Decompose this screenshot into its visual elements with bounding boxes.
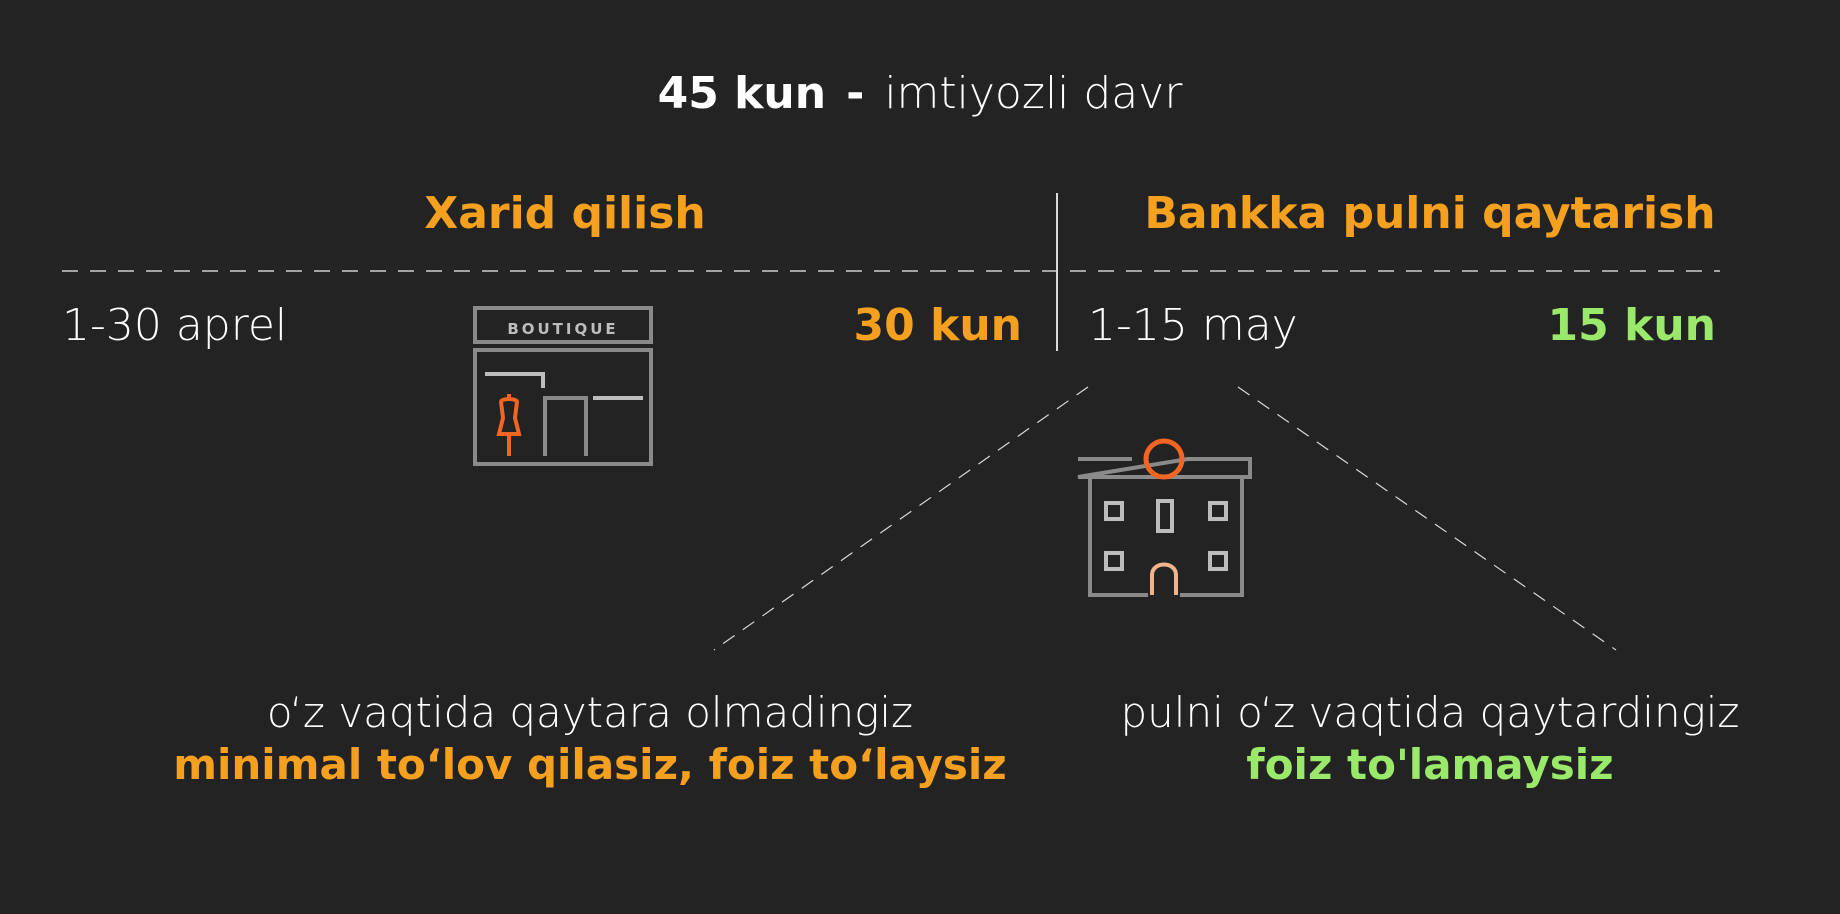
header-separator: - xyxy=(846,68,865,119)
late-payment-consequence: minimal to‘lov qilasiz, foiz to‘laysiz xyxy=(173,740,1007,789)
late-payment-outcome: o‘z vaqtida qaytara olmadingiz minimal t… xyxy=(120,687,1060,791)
purchase-duration: 30 kun xyxy=(853,300,1022,351)
bank-door xyxy=(1150,562,1178,595)
branch-line-late xyxy=(713,386,1089,651)
bank-icon xyxy=(1077,438,1252,597)
repayment-dates: 1-15 may xyxy=(1088,300,1298,351)
grace-period-label: imtiyozli davr xyxy=(884,68,1183,119)
on-time-payment-consequence: foiz to'lamaysiz xyxy=(1246,740,1614,789)
grace-period-days: 45 kun xyxy=(657,68,827,119)
mannequin-icon xyxy=(496,394,522,456)
purchase-dates: 1-30 aprel xyxy=(62,300,288,351)
repayment-title: Bankka pulni qaytarish xyxy=(1144,188,1716,239)
on-time-payment-outcome: pulni o‘z vaqtida qaytardingiz foiz to'l… xyxy=(1070,687,1790,791)
on-time-payment-condition: pulni o‘z vaqtida qaytardingiz xyxy=(1120,688,1740,737)
purchase-title: Xarid qilish xyxy=(424,188,706,239)
repayment-duration: 15 kun xyxy=(1547,300,1716,351)
grace-period-header: 45 kun - imtiyozli davr xyxy=(0,64,1840,124)
late-payment-condition: o‘z vaqtida qaytara olmadingiz xyxy=(266,688,914,737)
boutique-icon: BOUTIQUE xyxy=(473,306,653,466)
boutique-sign-text: BOUTIQUE xyxy=(507,320,618,338)
section-divider xyxy=(1056,193,1058,351)
branch-line-on-time xyxy=(1237,386,1617,651)
